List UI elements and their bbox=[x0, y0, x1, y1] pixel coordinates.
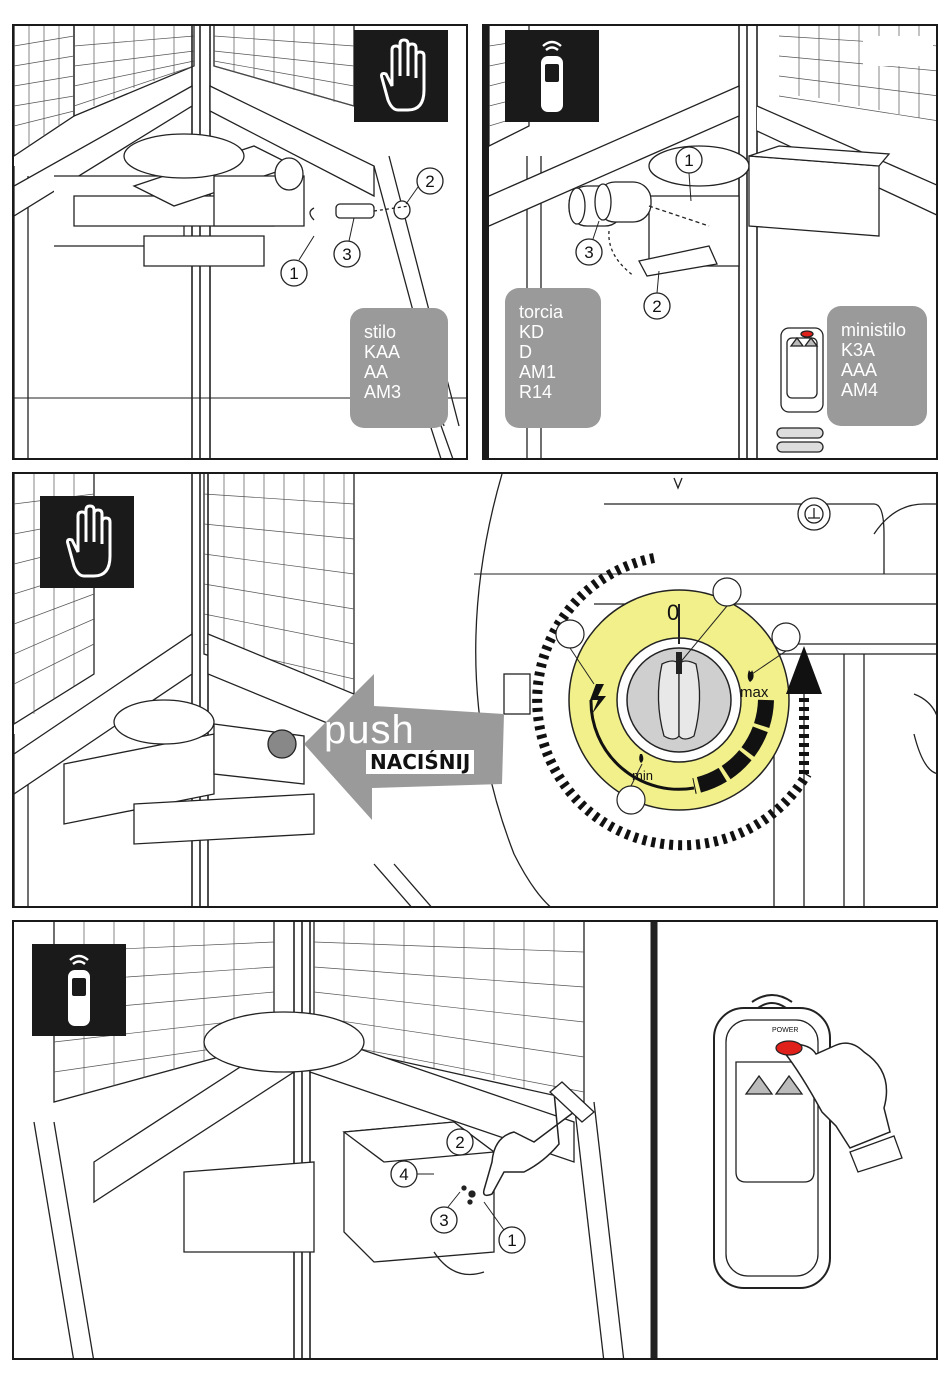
callout-3-text: 3 bbox=[342, 245, 351, 264]
knob-label-min: min bbox=[632, 768, 653, 783]
hand-icon bbox=[40, 496, 134, 588]
remote-control-icon bbox=[505, 30, 599, 122]
battery-type-label-ministilo: ministilo K3A AAA AM4 bbox=[827, 306, 927, 426]
knob-label-off: 0 bbox=[667, 600, 679, 625]
remote-control-icon bbox=[32, 944, 126, 1036]
callout-1-text: 1 bbox=[684, 151, 693, 170]
battery-type-label-stilo: stilo KAA AA AM3 bbox=[350, 308, 448, 428]
push-label-translation: NACIŚNIJ bbox=[366, 750, 474, 774]
power-button[interactable] bbox=[776, 1041, 802, 1055]
knob-label-max: max bbox=[740, 684, 769, 701]
callout-2-text: 2 bbox=[425, 172, 434, 191]
ignition-button[interactable] bbox=[268, 730, 296, 758]
panel-remote-ignition: POWER 2 4 3 1 bbox=[12, 920, 938, 1360]
panel-manual-ignition: 0 max min push NACIŚNIJ bbox=[12, 472, 938, 908]
callout-4-text: 4 bbox=[399, 1165, 408, 1184]
callout-3-text: 3 bbox=[439, 1211, 448, 1230]
callout-2-text: 2 bbox=[455, 1133, 464, 1152]
callout-1-text: 1 bbox=[289, 264, 298, 283]
hand-icon bbox=[354, 30, 448, 122]
heater-knob-illustration: 0 max min bbox=[14, 474, 938, 908]
battery-type-label-torcia: torcia KD D AM1 R14 bbox=[505, 288, 601, 428]
callout-2-text: 2 bbox=[652, 297, 661, 316]
push-label: push bbox=[324, 708, 415, 753]
heater-remote-illustration: POWER 2 4 3 1 bbox=[14, 922, 938, 1360]
callout-1-text: 1 bbox=[507, 1231, 516, 1250]
callout-3-text: 3 bbox=[584, 243, 593, 262]
panel-remote-battery-install: 1 2 3 torcia KD D AM1 R14 ministilo K3A … bbox=[482, 24, 938, 460]
panel-manual-battery-install: 2 3 1 stilo KAA AA AM3 bbox=[12, 24, 468, 460]
power-button-label: POWER bbox=[772, 1027, 798, 1034]
